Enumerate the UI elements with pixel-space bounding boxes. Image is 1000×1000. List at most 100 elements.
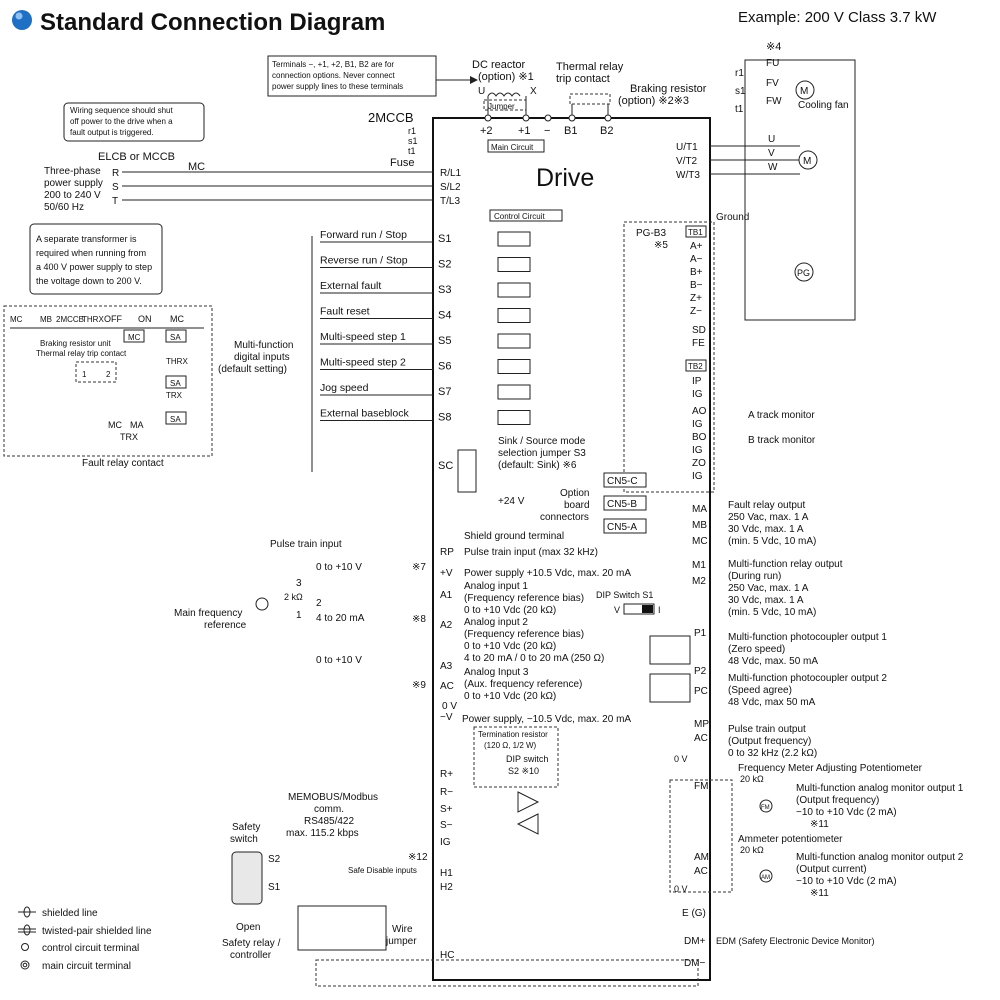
svg-text:IG: IG xyxy=(692,419,703,430)
svg-text:M2: M2 xyxy=(692,576,706,587)
safety-switch-line2: switch xyxy=(230,834,258,845)
terminal-dm-minus: DM− xyxy=(684,958,706,969)
a1-text3: 0 to +10 Vdc (20 kΩ) xyxy=(464,605,556,616)
svg-text:Z−: Z− xyxy=(690,306,702,317)
sequence-trx: TRX xyxy=(166,391,183,400)
terminal-eg: E (G) xyxy=(682,908,706,919)
motor-v: V xyxy=(768,148,775,159)
fan-fw: FW xyxy=(766,96,782,107)
terminal-mp: MP xyxy=(694,719,709,730)
title-bullet-highlight xyxy=(15,12,23,20)
title-bullet-icon xyxy=(12,10,32,30)
svg-text:MB: MB xyxy=(40,315,52,324)
terminal-v-plus: +V xyxy=(440,568,453,579)
mc-label: MC xyxy=(188,161,205,173)
am-text2: (Output current) xyxy=(796,864,867,875)
optocoupler-icon xyxy=(497,384,531,400)
safety-open: Open xyxy=(236,922,260,933)
digital-input-terminal: S8 xyxy=(438,412,451,424)
a1-text2: (Frequency reference bias) xyxy=(464,593,584,604)
svg-text:B+: B+ xyxy=(690,267,703,278)
safe-disable-label: Safe Disable inputs xyxy=(348,866,417,875)
digital-input-terminal: S4 xyxy=(438,310,451,322)
legend: shielded line twisted-pair shielded line… xyxy=(18,906,152,972)
r20k-label: 20 kΩ xyxy=(740,774,764,784)
thermal-relay-contact: trip contact xyxy=(556,73,610,85)
main-terminal-icon xyxy=(20,960,30,970)
svg-text:A−: A− xyxy=(690,254,703,265)
motor-u: U xyxy=(768,134,775,145)
a2-text3: 0 to +10 Vdc (20 kΩ) xyxy=(464,641,556,652)
svg-text:THRX: THRX xyxy=(82,315,104,324)
svg-text:Z+: Z+ xyxy=(690,293,702,304)
sequence-sa-box3 xyxy=(165,411,187,425)
comm-driver-icon xyxy=(517,791,540,813)
terminal-ac3: AC xyxy=(694,866,708,877)
digital-input-terminal: S1 xyxy=(438,233,451,245)
dip-s1-switch xyxy=(623,603,655,615)
svg-text:MC: MC xyxy=(10,315,23,324)
v24-label: +24 V xyxy=(498,496,525,507)
legend-main: main circuit terminal xyxy=(42,961,131,972)
svg-text:ON: ON xyxy=(138,314,152,324)
optocoupler-icon xyxy=(497,231,531,247)
fm-text2: (Output frequency) xyxy=(796,795,879,806)
fan-fu: FU xyxy=(766,58,779,69)
cn5b-label: CN5-B xyxy=(607,499,637,510)
braking-resistor-option: (option) ※2※3 xyxy=(618,95,689,107)
sequence-sa-label1: SA xyxy=(170,333,181,342)
svg-text:Multi-function relay output: Multi-function relay output xyxy=(728,559,843,570)
digital-input-label: Multi-speed step 1 xyxy=(320,331,406,343)
pot-pin1: 1 xyxy=(296,610,302,621)
dc-reactor-coil-icon xyxy=(487,92,521,97)
v0-10b-label: 0 to +10 V xyxy=(316,655,362,666)
tb2-label: TB2 xyxy=(688,362,703,371)
contact-1: 1 xyxy=(82,370,87,379)
fault-relay-terminals: MA MB MC xyxy=(692,504,708,547)
dip-v: V xyxy=(614,605,620,615)
svg-text:Fault relay output: Fault relay output xyxy=(728,500,805,511)
fuse-label: Fuse xyxy=(390,157,414,169)
phase-r: R xyxy=(112,168,119,179)
svg-text:MC: MC xyxy=(108,420,122,430)
fm-text3: −10 to +10 Vdc (2 mA) xyxy=(796,807,897,818)
terminal-sc: SC xyxy=(438,460,453,472)
supply-line1: Three-phase xyxy=(44,166,101,177)
fan-t1: t1 xyxy=(735,104,744,115)
terminal-plus1: +1 xyxy=(518,125,531,137)
main-circuit-box xyxy=(487,139,545,153)
drive-title: Drive xyxy=(536,164,594,192)
input-sl2: S/L2 xyxy=(440,182,461,193)
sequence-sa-label2: SA xyxy=(170,379,181,388)
transformer-note-line3: a 400 V power supply to step xyxy=(36,262,152,272)
svg-text:MA: MA xyxy=(692,504,707,515)
digital-inputs-label1: Multi-function xyxy=(234,340,293,351)
output-ut1: U/T1 xyxy=(676,142,698,153)
note7: ※7 xyxy=(412,562,426,573)
sequence-thrx: THRX xyxy=(166,357,188,366)
fan-r1: r1 xyxy=(735,68,744,79)
ground-label: Ground xyxy=(716,212,749,223)
cooling-fan-label: Cooling fan xyxy=(798,100,849,111)
dc-reactor-u: U xyxy=(478,86,485,97)
supply-line4: 50/60 Hz xyxy=(44,202,84,213)
motor-w: W xyxy=(768,162,778,173)
termination-resistor-box xyxy=(473,726,559,788)
dc-terminals: +2 +1 − B1 B2 xyxy=(480,114,613,137)
cn5a-label: CN5-A xyxy=(607,522,637,533)
a-track-monitor: A track monitor xyxy=(748,410,815,421)
cn5c-label: CN5-C xyxy=(607,476,638,487)
minus-v-text: Power supply, −10.5 Vdc, max. 20 mA xyxy=(462,714,631,725)
a3-text2: (Aux. frequency reference) xyxy=(464,679,582,690)
tb2-terminals: IP IG AO IG BO IG ZO IG xyxy=(692,376,707,482)
sink-source-line1: Sink / Source mode xyxy=(498,436,586,447)
option-board-line1: Option xyxy=(560,488,589,499)
digital-input-terminal: S7 xyxy=(438,386,451,398)
dip-s1-label: DIP Switch S1 xyxy=(596,590,653,600)
optocoupler-icon xyxy=(497,333,531,349)
legend-shielded: shielded line xyxy=(42,908,98,919)
digital-input-terminal: S5 xyxy=(438,335,451,347)
mccb2-t1: t1 xyxy=(408,146,416,156)
terminal-am: AM xyxy=(694,852,709,863)
